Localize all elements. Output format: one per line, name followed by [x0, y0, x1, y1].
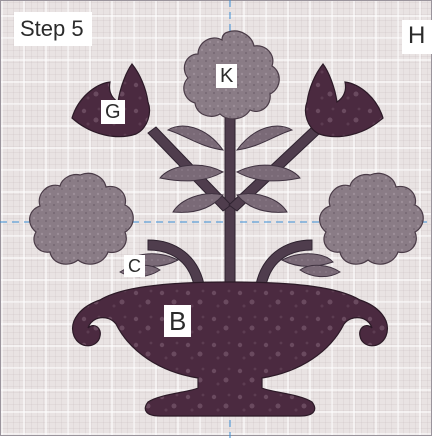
piece-label-g: G: [101, 100, 125, 124]
corner-letter-label: H: [402, 20, 434, 54]
flower-left: [29, 172, 134, 265]
tulip-right: [304, 63, 384, 138]
step-label: Step 5: [14, 12, 92, 46]
piece-label-k: K: [216, 64, 238, 88]
piece-label-c: C: [124, 255, 145, 277]
piece-label-b: B: [164, 305, 192, 337]
urn-b: [72, 281, 388, 417]
flower-right: [319, 172, 424, 265]
